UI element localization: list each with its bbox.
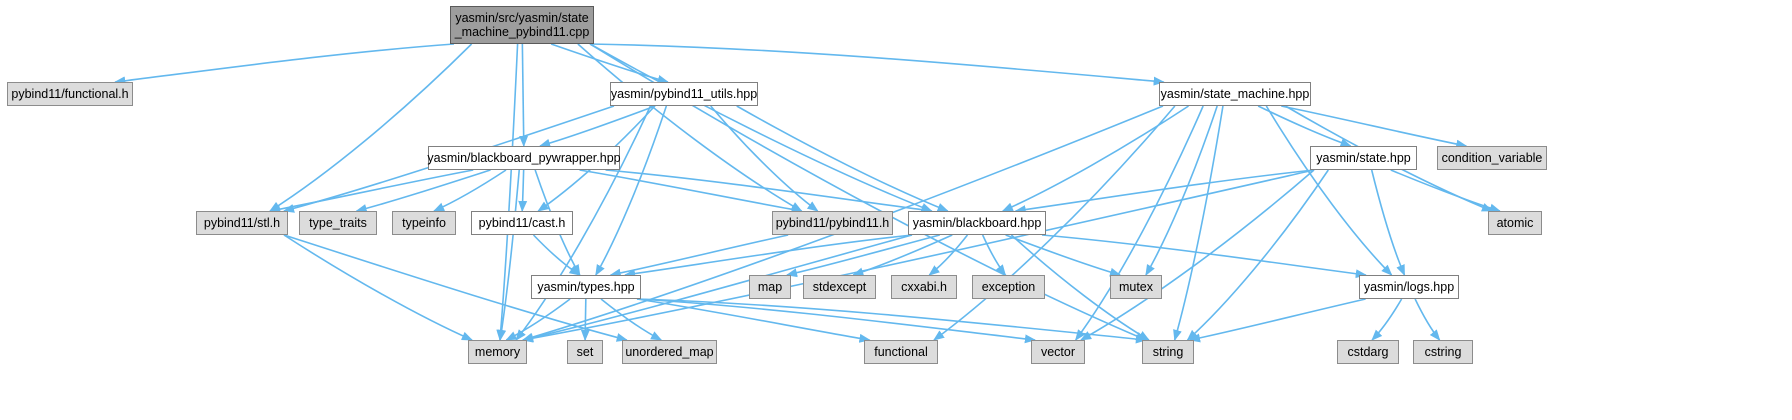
edge-stl_h-to-memory xyxy=(283,234,474,341)
edge-pyutils-to-types_hpp xyxy=(595,105,668,276)
graph-node-stl_h[interactable]: pybind11/stl.h xyxy=(196,211,288,235)
graph-node-pybind11_h[interactable]: pybind11/pybind11.h xyxy=(772,211,893,235)
edge-bbpywrap-to-stl_h xyxy=(269,169,474,214)
edge-statemachine-to-logs_hpp xyxy=(1265,105,1393,276)
edge-state_hpp-to-vector xyxy=(1080,169,1315,341)
edge-root-to-stl_h xyxy=(269,43,473,212)
graph-node-blackboard[interactable]: yasmin/blackboard.hpp xyxy=(908,211,1046,235)
edge-cast_h-to-types_hpp xyxy=(532,234,581,276)
edge-state_hpp-to-blackboard xyxy=(1014,169,1315,215)
graph-node-state_hpp[interactable]: yasmin/state.hpp xyxy=(1310,146,1417,170)
edge-statemachine-to-functional xyxy=(933,105,1176,341)
edge-root-to-blackboard xyxy=(589,43,933,212)
edge-types_hpp-to-functional xyxy=(636,298,871,343)
edge-bbpywrap-to-pybind11_h xyxy=(579,169,803,214)
graph-node-type_traits[interactable]: type_traits xyxy=(299,211,377,235)
edge-types_hpp-to-vector xyxy=(636,298,1037,344)
graph-node-vector[interactable]: vector xyxy=(1031,340,1085,364)
edge-statemachine-to-vector xyxy=(1075,105,1204,341)
edge-stl_h-to-unordered_map xyxy=(283,234,628,342)
edge-blackboard-to-mutex xyxy=(1005,234,1122,277)
edge-statemachine-to-blackboard xyxy=(1001,105,1189,212)
edge-state_hpp-to-logs_hpp xyxy=(1370,169,1406,277)
graph-node-string[interactable]: string xyxy=(1142,340,1194,364)
edge-bbpywrap-to-typeinfo xyxy=(432,169,507,212)
edge-root-to-functional_h xyxy=(114,43,455,86)
edge-pyutils-to-bbpywrap xyxy=(538,105,656,148)
edge-statemachine-to-string xyxy=(1173,105,1224,342)
edge-blackboard-to-exception xyxy=(981,234,1007,276)
graph-node-typeinfo[interactable]: typeinfo xyxy=(392,211,456,235)
edge-bbpywrap-to-cast_h xyxy=(518,169,528,213)
graph-node-mutex[interactable]: mutex xyxy=(1110,275,1162,299)
edge-pyutils-to-memory xyxy=(515,105,652,341)
edge-blackboard-to-cxxabi_h xyxy=(928,234,969,276)
edge-statemachine-to-mutex xyxy=(1145,105,1218,276)
edge-types_hpp-to-unordered_map xyxy=(600,298,663,341)
graph-node-functional_h[interactable]: pybind11/functional.h xyxy=(7,82,133,106)
edge-blackboard-to-stdexcept xyxy=(852,234,953,277)
edge-types_hpp-to-memory xyxy=(505,298,571,341)
graph-node-cstdarg[interactable]: cstdarg xyxy=(1337,340,1399,364)
edge-root-to-pyutils xyxy=(550,43,669,84)
graph-node-statemachine[interactable]: yasmin/state_machine.hpp xyxy=(1159,82,1311,106)
graph-node-set[interactable]: set xyxy=(567,340,603,364)
edge-statemachine-to-state_hpp xyxy=(1257,105,1352,147)
edge-bbpywrap-to-memory xyxy=(497,169,521,342)
edge-types_hpp-to-string xyxy=(636,298,1148,344)
edge-statemachine-to-cond_var xyxy=(1281,105,1468,149)
graph-node-cond_var[interactable]: condition_variable xyxy=(1437,146,1547,170)
graph-node-cxxabi_h[interactable]: cxxabi.h xyxy=(891,275,957,299)
edge-pybind11_h-to-types_hpp xyxy=(609,234,789,278)
graph-node-unordered_map[interactable]: unordered_map xyxy=(622,340,717,364)
graph-node-memory[interactable]: memory xyxy=(468,340,527,364)
graph-node-root[interactable]: yasmin/src/yasmin/state _machine_pybind1… xyxy=(450,6,594,44)
graph-node-bbpywrap[interactable]: yasmin/blackboard_pywrapper.hpp xyxy=(427,146,621,170)
edge-bbpywrap-to-type_traits xyxy=(355,169,491,213)
graph-node-cstring[interactable]: cstring xyxy=(1413,340,1473,364)
edge-bbpywrap-to-blackboard xyxy=(605,169,933,215)
graph-node-functional[interactable]: functional xyxy=(864,340,938,364)
edge-logs_hpp-to-string xyxy=(1188,298,1366,343)
graph-node-types_hpp[interactable]: yasmin/types.hpp xyxy=(531,275,641,299)
edge-statemachine-to-memory xyxy=(521,105,1164,342)
graph-node-cast_h[interactable]: pybind11/cast.h xyxy=(471,211,573,235)
graph-node-pyutils[interactable]: yasmin/pybind11_utils.hpp xyxy=(610,82,758,106)
edge-root-to-pybind11_h xyxy=(577,43,803,212)
graph-node-map[interactable]: map xyxy=(749,275,791,299)
edge-root-to-bbpywrap xyxy=(519,43,529,148)
edge-blackboard-to-string xyxy=(1010,234,1150,341)
graph-node-atomic[interactable]: atomic xyxy=(1488,211,1542,235)
edge-blackboard-to-memory xyxy=(521,234,913,343)
edge-state_hpp-to-atomic xyxy=(1390,169,1501,213)
edge-pyutils-to-blackboard xyxy=(736,105,949,212)
edge-types_hpp-to-set xyxy=(580,298,590,342)
edge-blackboard-to-logs_hpp xyxy=(1041,234,1367,279)
edge-state_hpp-to-string xyxy=(1186,169,1329,341)
edge-blackboard-to-map xyxy=(785,234,940,278)
graph-node-logs_hpp[interactable]: yasmin/logs.hpp xyxy=(1359,275,1459,299)
graph-node-stdexcept[interactable]: stdexcept xyxy=(803,275,876,299)
graph-node-exception[interactable]: exception xyxy=(972,275,1045,299)
edge-root-to-memory xyxy=(496,43,519,342)
edge-pyutils-to-pybind11_h xyxy=(710,105,819,212)
edge-blackboard-to-types_hpp xyxy=(623,234,913,279)
edge-logs_hpp-to-cstdarg xyxy=(1371,298,1403,341)
edge-root-to-statemachine xyxy=(589,43,1165,86)
edge-logs_hpp-to-cstring xyxy=(1414,298,1441,341)
edge-state_hpp-to-memory xyxy=(521,169,1315,343)
